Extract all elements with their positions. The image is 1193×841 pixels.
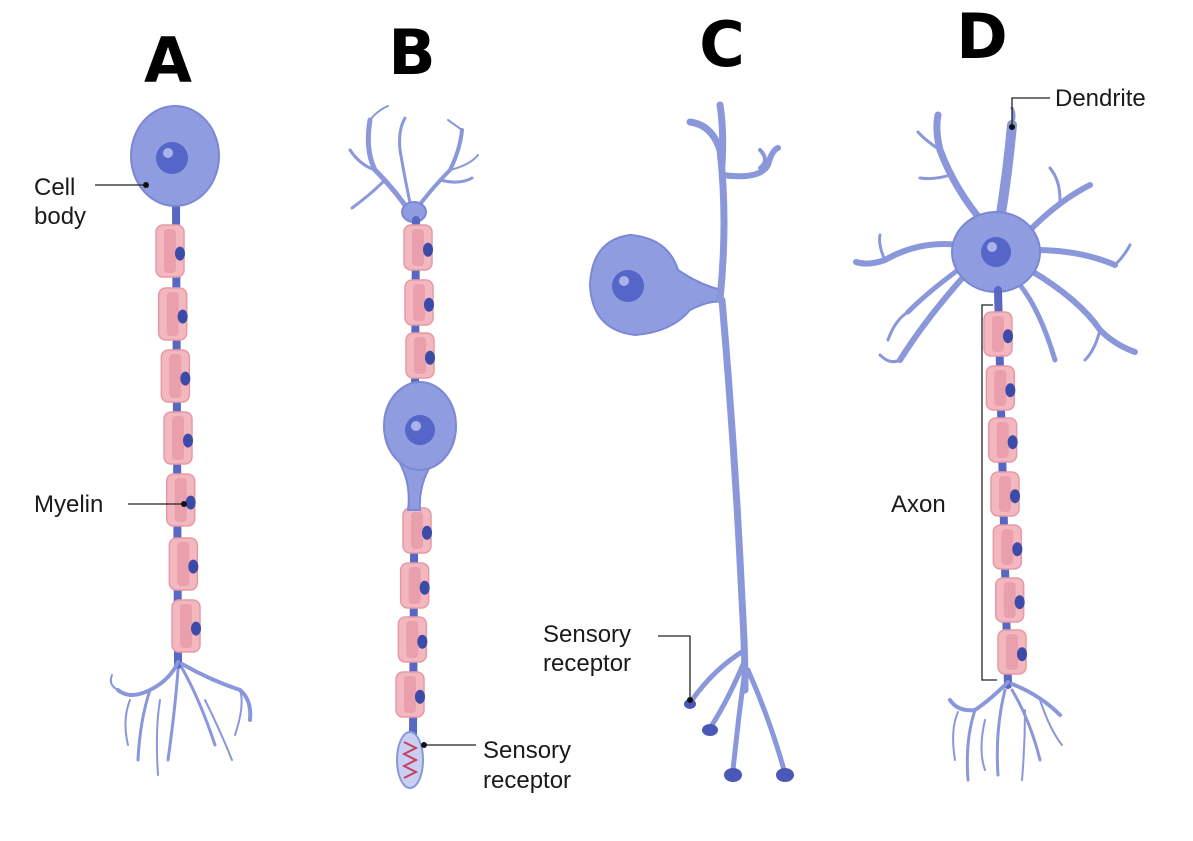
- neuron-d-dendrites: [853, 106, 1138, 364]
- neuron-a-nucleus: [156, 142, 188, 174]
- neuron-d-schwann-nucleus: [1012, 542, 1023, 557]
- neuron-b-myelin-segment: [403, 224, 433, 271]
- neuron-b-myelin-segment: [405, 332, 435, 379]
- label-dendrite: Dendrite: [1055, 85, 1146, 112]
- neuron-a-axon-terminals: [109, 660, 253, 776]
- neuron-b-myelin-segment: [397, 616, 428, 663]
- neuron-d-schwann-nucleus: [1014, 595, 1025, 610]
- neuron-a-myelin-segment: [163, 411, 193, 465]
- neuron-b: Sensory receptor: [348, 105, 571, 794]
- neuron-b-nucleus: [405, 415, 435, 445]
- label-myelin: Myelin: [34, 491, 103, 518]
- neuron-d-axon-terminals: [948, 680, 1063, 782]
- neuron-b-myelin-sheath: [395, 224, 435, 718]
- neuron-c-sensory-endings: [684, 647, 794, 782]
- label-b-sensory-line1: Sensory: [483, 737, 571, 764]
- neuron-d-schwann-nucleus: [1007, 435, 1018, 450]
- neuron-a-myelin-segment: [157, 287, 188, 341]
- neuron-d-myelin-segment: [983, 311, 1013, 357]
- neuron-a-myelin-sheath: [155, 224, 201, 653]
- neuron-c-central-process: [686, 118, 728, 304]
- neuron-d-myelin-segment: [985, 365, 1016, 411]
- neuron-a-schwann-nucleus: [180, 371, 191, 386]
- neuron-a-myelin-segment: [171, 599, 201, 653]
- neuron-c: Sensory receptor: [543, 101, 794, 782]
- neuron-c-peripheral-process: [718, 296, 749, 694]
- neuron-c-nucleus: [612, 270, 644, 302]
- neuron-d-myelin-segment: [994, 577, 1025, 623]
- neuron-b-dendrites: [348, 105, 479, 218]
- neuron-d-schwann-nucleus: [1003, 329, 1013, 344]
- neuron-b-schwann-nucleus: [425, 350, 435, 365]
- neuron-a-schwann-nucleus: [185, 495, 196, 510]
- neuron-d-nucleus: [981, 237, 1011, 267]
- neuron-a-schwann-nucleus: [191, 621, 201, 636]
- neuron-b-schwann-nucleus: [423, 242, 433, 257]
- neuron-c-cell-body: [588, 233, 723, 337]
- label-cell-body-line1: Cell: [34, 174, 75, 201]
- neuron-d-myelin-segment: [997, 629, 1027, 675]
- neuron-d-myelin-segment: [992, 524, 1023, 570]
- neuron-a-myelin-segment: [168, 537, 199, 591]
- label-c-sensory-line2: receptor: [543, 650, 631, 677]
- neuron-a: Cell body Myelin: [34, 105, 253, 776]
- label-b-sensory-line2: receptor: [483, 767, 571, 794]
- axon-bracket: [981, 304, 997, 681]
- neuron-b-myelin-segment: [402, 507, 432, 554]
- neuron-d-myelin-sheath: [983, 311, 1027, 675]
- neuron-a-schwann-nucleus: [183, 433, 193, 448]
- panel-letter-c: C: [699, 8, 745, 81]
- neuron-b-schwann-nucleus: [415, 689, 425, 704]
- neuron-b-myelin-segment: [404, 279, 434, 326]
- neuron-d-schwann-nucleus: [1017, 647, 1027, 662]
- leader-c-sensory: [658, 635, 691, 698]
- neuron-b-myelin-segment: [399, 562, 430, 609]
- leader-dendrite: [1011, 97, 1050, 126]
- neuron-a-schwann-nucleus: [188, 559, 199, 574]
- neuron-d-myelin-segment: [987, 417, 1018, 463]
- label-axon: Axon: [891, 491, 946, 518]
- neuron-b-myelin-segment: [395, 671, 425, 718]
- neuron-a-schwann-nucleus: [177, 309, 188, 324]
- neuron-d-schwann-nucleus: [1010, 489, 1020, 504]
- neuron-b-schwann-nucleus: [422, 525, 432, 540]
- neuron-b-schwann-nucleus: [424, 297, 434, 312]
- neuron-a-myelin-segment: [155, 224, 185, 278]
- neuron-b-schwann-nucleus: [417, 634, 428, 649]
- neuron-a-myelin-segment: [160, 349, 191, 403]
- panel-letter-b: B: [388, 16, 435, 89]
- label-cell-body-line2: body: [34, 203, 86, 230]
- neuron-b-schwann-nucleus: [419, 580, 430, 595]
- neuron-b-sensory-receptor: [396, 731, 424, 789]
- label-c-sensory-line1: Sensory: [543, 621, 631, 648]
- neuron-a-schwann-nucleus: [175, 246, 185, 261]
- neuron-d-myelin-segment: [990, 471, 1020, 517]
- neuron-a-myelin-segment: [165, 473, 196, 527]
- panel-letter-d: D: [956, 0, 1007, 73]
- neuron-d-schwann-nucleus: [1005, 383, 1016, 398]
- neuron-d: Dendrite Axon: [853, 85, 1146, 782]
- panel-letter-a: A: [144, 24, 192, 97]
